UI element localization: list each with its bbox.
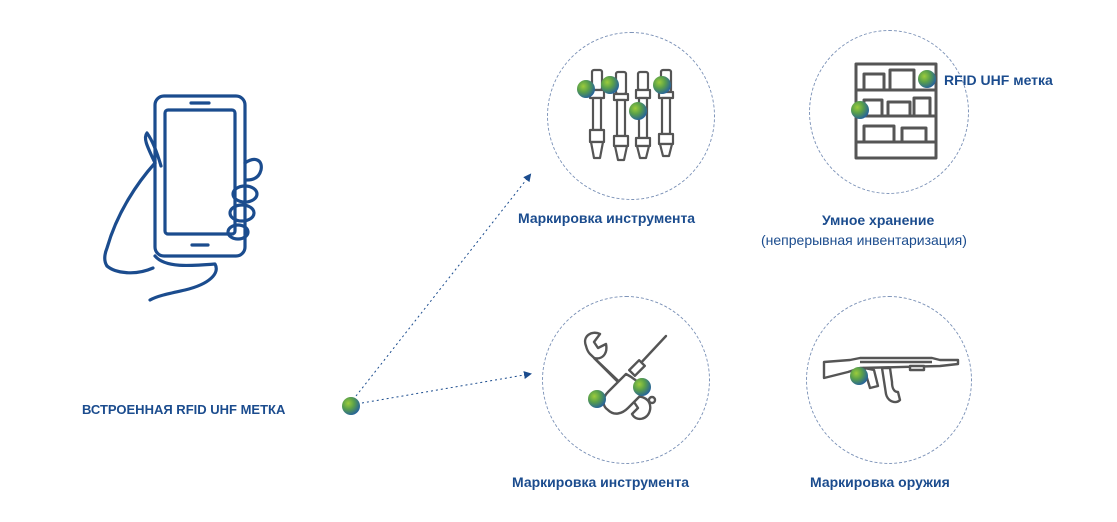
smart-storage-sub-label: (непрерывная инвентаризация) <box>761 232 967 248</box>
embedded-tag-label: ВСТРОЕННАЯ RFID UHF МЕТКА <box>82 402 286 417</box>
rfid-tag-dot <box>588 390 606 408</box>
hand-holding-smartphone-icon <box>103 94 263 302</box>
arrow-to-tools-top <box>355 173 532 397</box>
rfid-tag-dot <box>918 70 936 88</box>
smart-storage-label: Умное хранение <box>822 212 935 228</box>
rifle-icon <box>822 356 960 404</box>
rfid-tag-dot <box>633 378 651 396</box>
wrench-set-icon <box>588 68 675 162</box>
rfid-tag-dot <box>851 101 869 119</box>
tools-top-label: Маркировка инструмента <box>518 210 696 226</box>
rfid-tag-label: RFID UHF метка <box>944 72 1053 88</box>
rfid-tag-dot <box>577 80 595 98</box>
wrench-screwdriver-icon <box>583 331 668 421</box>
tools-top-circle <box>547 32 715 200</box>
weapon-label: Маркировка оружия <box>810 474 950 490</box>
weapon-circle <box>806 296 972 464</box>
embedded-tag-dot <box>342 397 360 415</box>
tools-bottom-circle <box>542 296 710 464</box>
tools-bottom-label: Маркировка инструмента <box>512 474 690 490</box>
rfid-tag-dot <box>601 76 619 94</box>
rfid-tag-dot <box>850 367 868 385</box>
rfid-tag-dot <box>629 102 647 120</box>
arrow-to-tools-bottom <box>361 371 532 404</box>
storage-circle <box>809 30 969 194</box>
rfid-tag-dot <box>653 76 671 94</box>
